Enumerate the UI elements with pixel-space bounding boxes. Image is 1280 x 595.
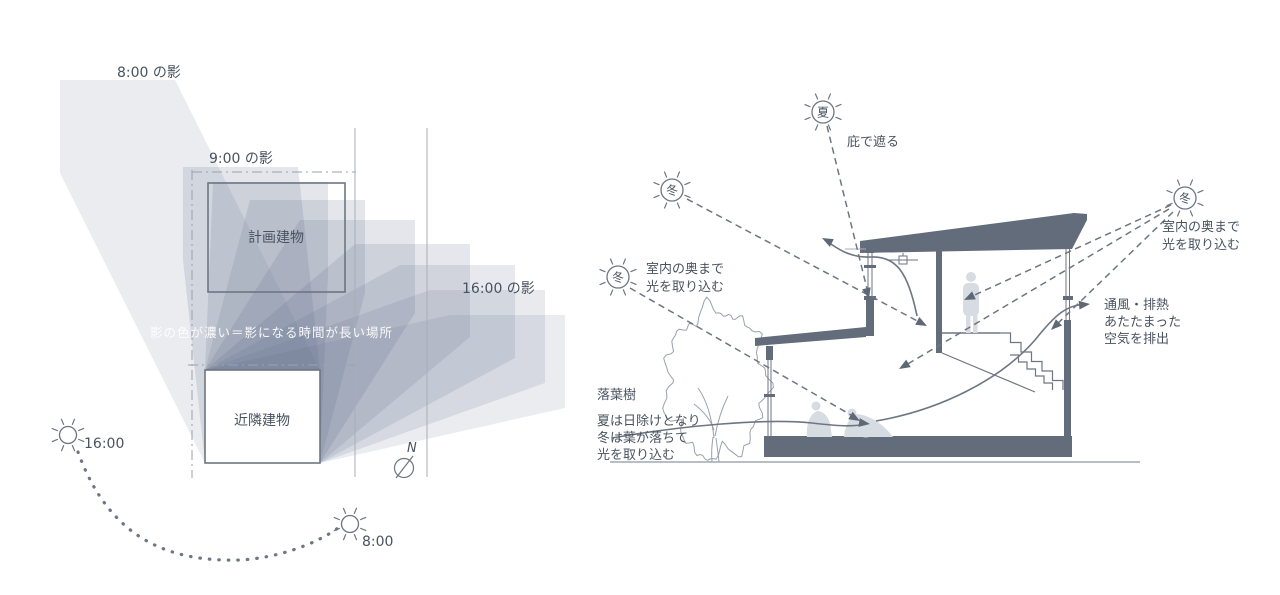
winter-ray-dashed [1052,211,1174,329]
svg-text:冬は葉が落ちて: 冬は葉が落ちて [597,430,688,446]
building-section [755,213,1087,457]
tree-canopy [662,296,774,461]
stairs [1000,332,1064,390]
arrowhead [848,411,860,421]
airflow-arrows [611,239,1087,439]
arrowhead [822,238,834,247]
winter-ray-dashed [629,287,859,420]
stair-stringer [941,352,1036,393]
summer-sun-icon: 夏 [804,93,842,131]
stairs-lower-flight [1010,354,1054,390]
pendant-light-icon [888,253,918,265]
winter-sun-icon: 冬 [1166,179,1204,217]
winter-sun-icon: 冬 [599,258,637,296]
lower-roof [755,327,866,346]
winter-ray-dashed [686,198,926,326]
arrowheads [822,238,1090,427]
upper-roof [860,213,1087,253]
sun-icon-16 [51,418,85,452]
north-icon [393,457,415,479]
arrowhead [1078,300,1090,310]
arrowhead [858,418,870,427]
svg-text:夏は日除けとなり: 夏は日除けとなり [597,414,701,429]
planned-building-rect [207,182,346,293]
left-low-window [767,360,772,436]
base-slab [764,436,1072,457]
svg-text:冬: 冬 [666,183,678,198]
svg-text:光を取り込む: 光を取り込む [597,448,675,463]
interior-wall [936,249,942,353]
arrowhead [1051,319,1062,330]
right-wall [1064,320,1071,436]
shadow-note-label: 影の色が濃い＝影になる時間が長い場所 [150,325,393,340]
interior-light-right-label: 室内の奥まで [1162,219,1240,235]
arrowhead [964,291,976,300]
svg-text:夏: 夏 [817,106,829,120]
svg-text:冬: 冬 [1179,191,1191,206]
left-wall [766,346,773,360]
winter-ray-dashed [900,208,1170,369]
clerestory-lower-wall [866,300,874,336]
airflow-arrow [875,303,1087,422]
sun-16-label: 16:00 [84,436,124,452]
ventilation-label: 通風・排熱 [1104,298,1169,313]
north-label: N [407,441,417,456]
sun-8-label: 8:00 [362,534,393,550]
sun-path-arc [76,450,340,562]
airflow-arrow [824,239,918,317]
shadow-study-diagram: 8:00 の影 9:00 の影 16:00 の影 計画建物 近隣建物 影の色が濃… [51,65,565,562]
arrowhead [915,316,927,326]
svg-text:あたたまった: あたたまった [1104,315,1181,330]
arrowhead [899,359,911,369]
neighbor-building-label: 近隣建物 [234,413,290,429]
planned-building-label: 計画建物 [248,230,304,246]
winter-sun-icon: 冬 [653,171,691,209]
tree-branches [693,387,729,439]
shadow-16-label: 16:00 の影 [462,281,535,297]
shadow-polygon-8:00 [60,80,320,463]
eaves-block-label: 庇で遮る [847,134,899,150]
svg-text:空気を排出: 空気を排出 [1104,331,1169,347]
tree-trunk [711,436,720,463]
road-lines [354,128,428,477]
interior-light-left-label: 室内の奥まで [646,261,724,277]
summer-ray-dashed [826,125,870,298]
shadow-8-label: 8:00 の影 [117,65,181,81]
north-indicator: N [393,441,417,479]
sun-rays [629,125,1174,420]
deciduous-tree [662,296,774,463]
left-suns [51,418,367,541]
shadow-9-label: 9:00 の影 [209,151,273,167]
svg-text:光を取り込む: 光を取り込む [646,280,724,295]
right-upper-window [1065,249,1070,296]
svg-text:光を取り込む: 光を取り込む [1162,238,1240,253]
arrowhead [862,287,871,299]
winter-ray-dashed [965,204,1172,300]
airflow-arrow [611,420,867,439]
sun-icon-8 [333,507,367,541]
svg-text:冬: 冬 [612,270,624,285]
deciduous-tree-label: 落葉樹 [597,388,636,403]
site-boundary-lines [188,170,356,478]
neighbor-building-rect [204,369,321,464]
